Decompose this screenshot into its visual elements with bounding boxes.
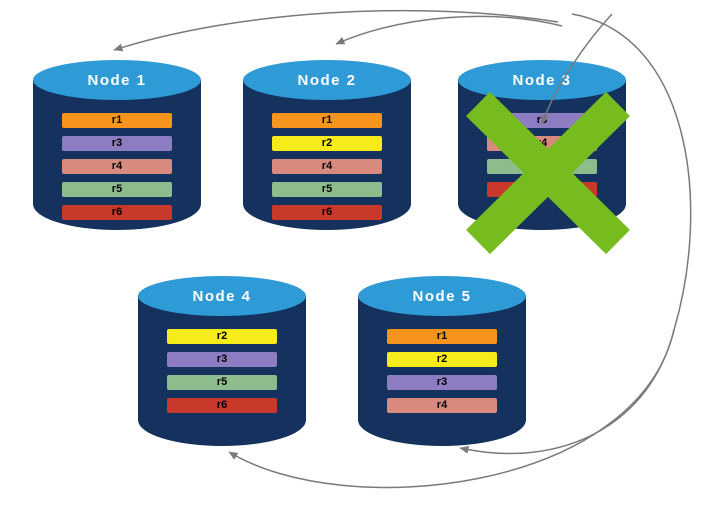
- shard-r6: r6: [487, 182, 597, 197]
- shard-r6: r6: [62, 205, 172, 220]
- shard-r2: r2: [167, 329, 277, 344]
- node-4: Node 4 r2 r3 r5 r6: [138, 276, 306, 448]
- shard-r2: r2: [387, 352, 497, 367]
- shard-r1: r1: [387, 329, 497, 344]
- shard-r5: r5: [62, 182, 172, 197]
- shard-r3: r3: [167, 352, 277, 367]
- shard-r6: r6: [272, 205, 382, 220]
- shard-r5: r5: [167, 375, 277, 390]
- shard-r4: r4: [387, 398, 497, 413]
- shard-r4: r4: [487, 136, 597, 151]
- node-5-cylinder-top: Node 5: [358, 276, 526, 316]
- node-4-shard-list: r2 r3 r5 r6: [167, 329, 277, 413]
- rebalance-arrow-to-node-1: [113, 9, 559, 52]
- shard-r2: r2: [272, 136, 382, 151]
- node-2-label: Node 2: [297, 71, 357, 89]
- node-4-cylinder-top: Node 4: [138, 276, 306, 316]
- shard-r3: r3: [487, 113, 597, 128]
- shard-r3: r3: [387, 375, 497, 390]
- shard-r1: r1: [272, 113, 382, 128]
- node-3-shard-list: r3 r4 r5 r6: [487, 113, 597, 197]
- shard-r6: r6: [167, 398, 277, 413]
- node-3: Node 3 r3 r4 r5 r6: [458, 60, 626, 232]
- node-3-label: Node 3: [512, 71, 572, 89]
- node-4-label: Node 4: [192, 287, 252, 305]
- node-3-cylinder-top: Node 3: [458, 60, 626, 100]
- node-1-cylinder-top: Node 1: [33, 60, 201, 100]
- shard-r5: r5: [272, 182, 382, 197]
- node-2-cylinder-top: Node 2: [243, 60, 411, 100]
- shard-r3: r3: [62, 136, 172, 151]
- node-2: Node 2 r1 r2 r4 r5 r6: [243, 60, 411, 232]
- node-1-label: Node 1: [87, 71, 147, 89]
- shard-r4: r4: [272, 159, 382, 174]
- shard-r1: r1: [62, 113, 172, 128]
- shard-r4: r4: [62, 159, 172, 174]
- node-5-label: Node 5: [412, 287, 472, 305]
- node-5-shard-list: r1 r2 r3 r4: [387, 329, 497, 413]
- rebalance-arrow-to-node-2: [335, 15, 563, 45]
- node-1: Node 1 r1 r3 r4 r5 r6: [33, 60, 201, 232]
- node-1-shard-list: r1 r3 r4 r5 r6: [62, 113, 172, 220]
- node-5: Node 5 r1 r2 r3 r4: [358, 276, 526, 448]
- node-2-shard-list: r1 r2 r4 r5 r6: [272, 113, 382, 220]
- shard-r5: r5: [487, 159, 597, 174]
